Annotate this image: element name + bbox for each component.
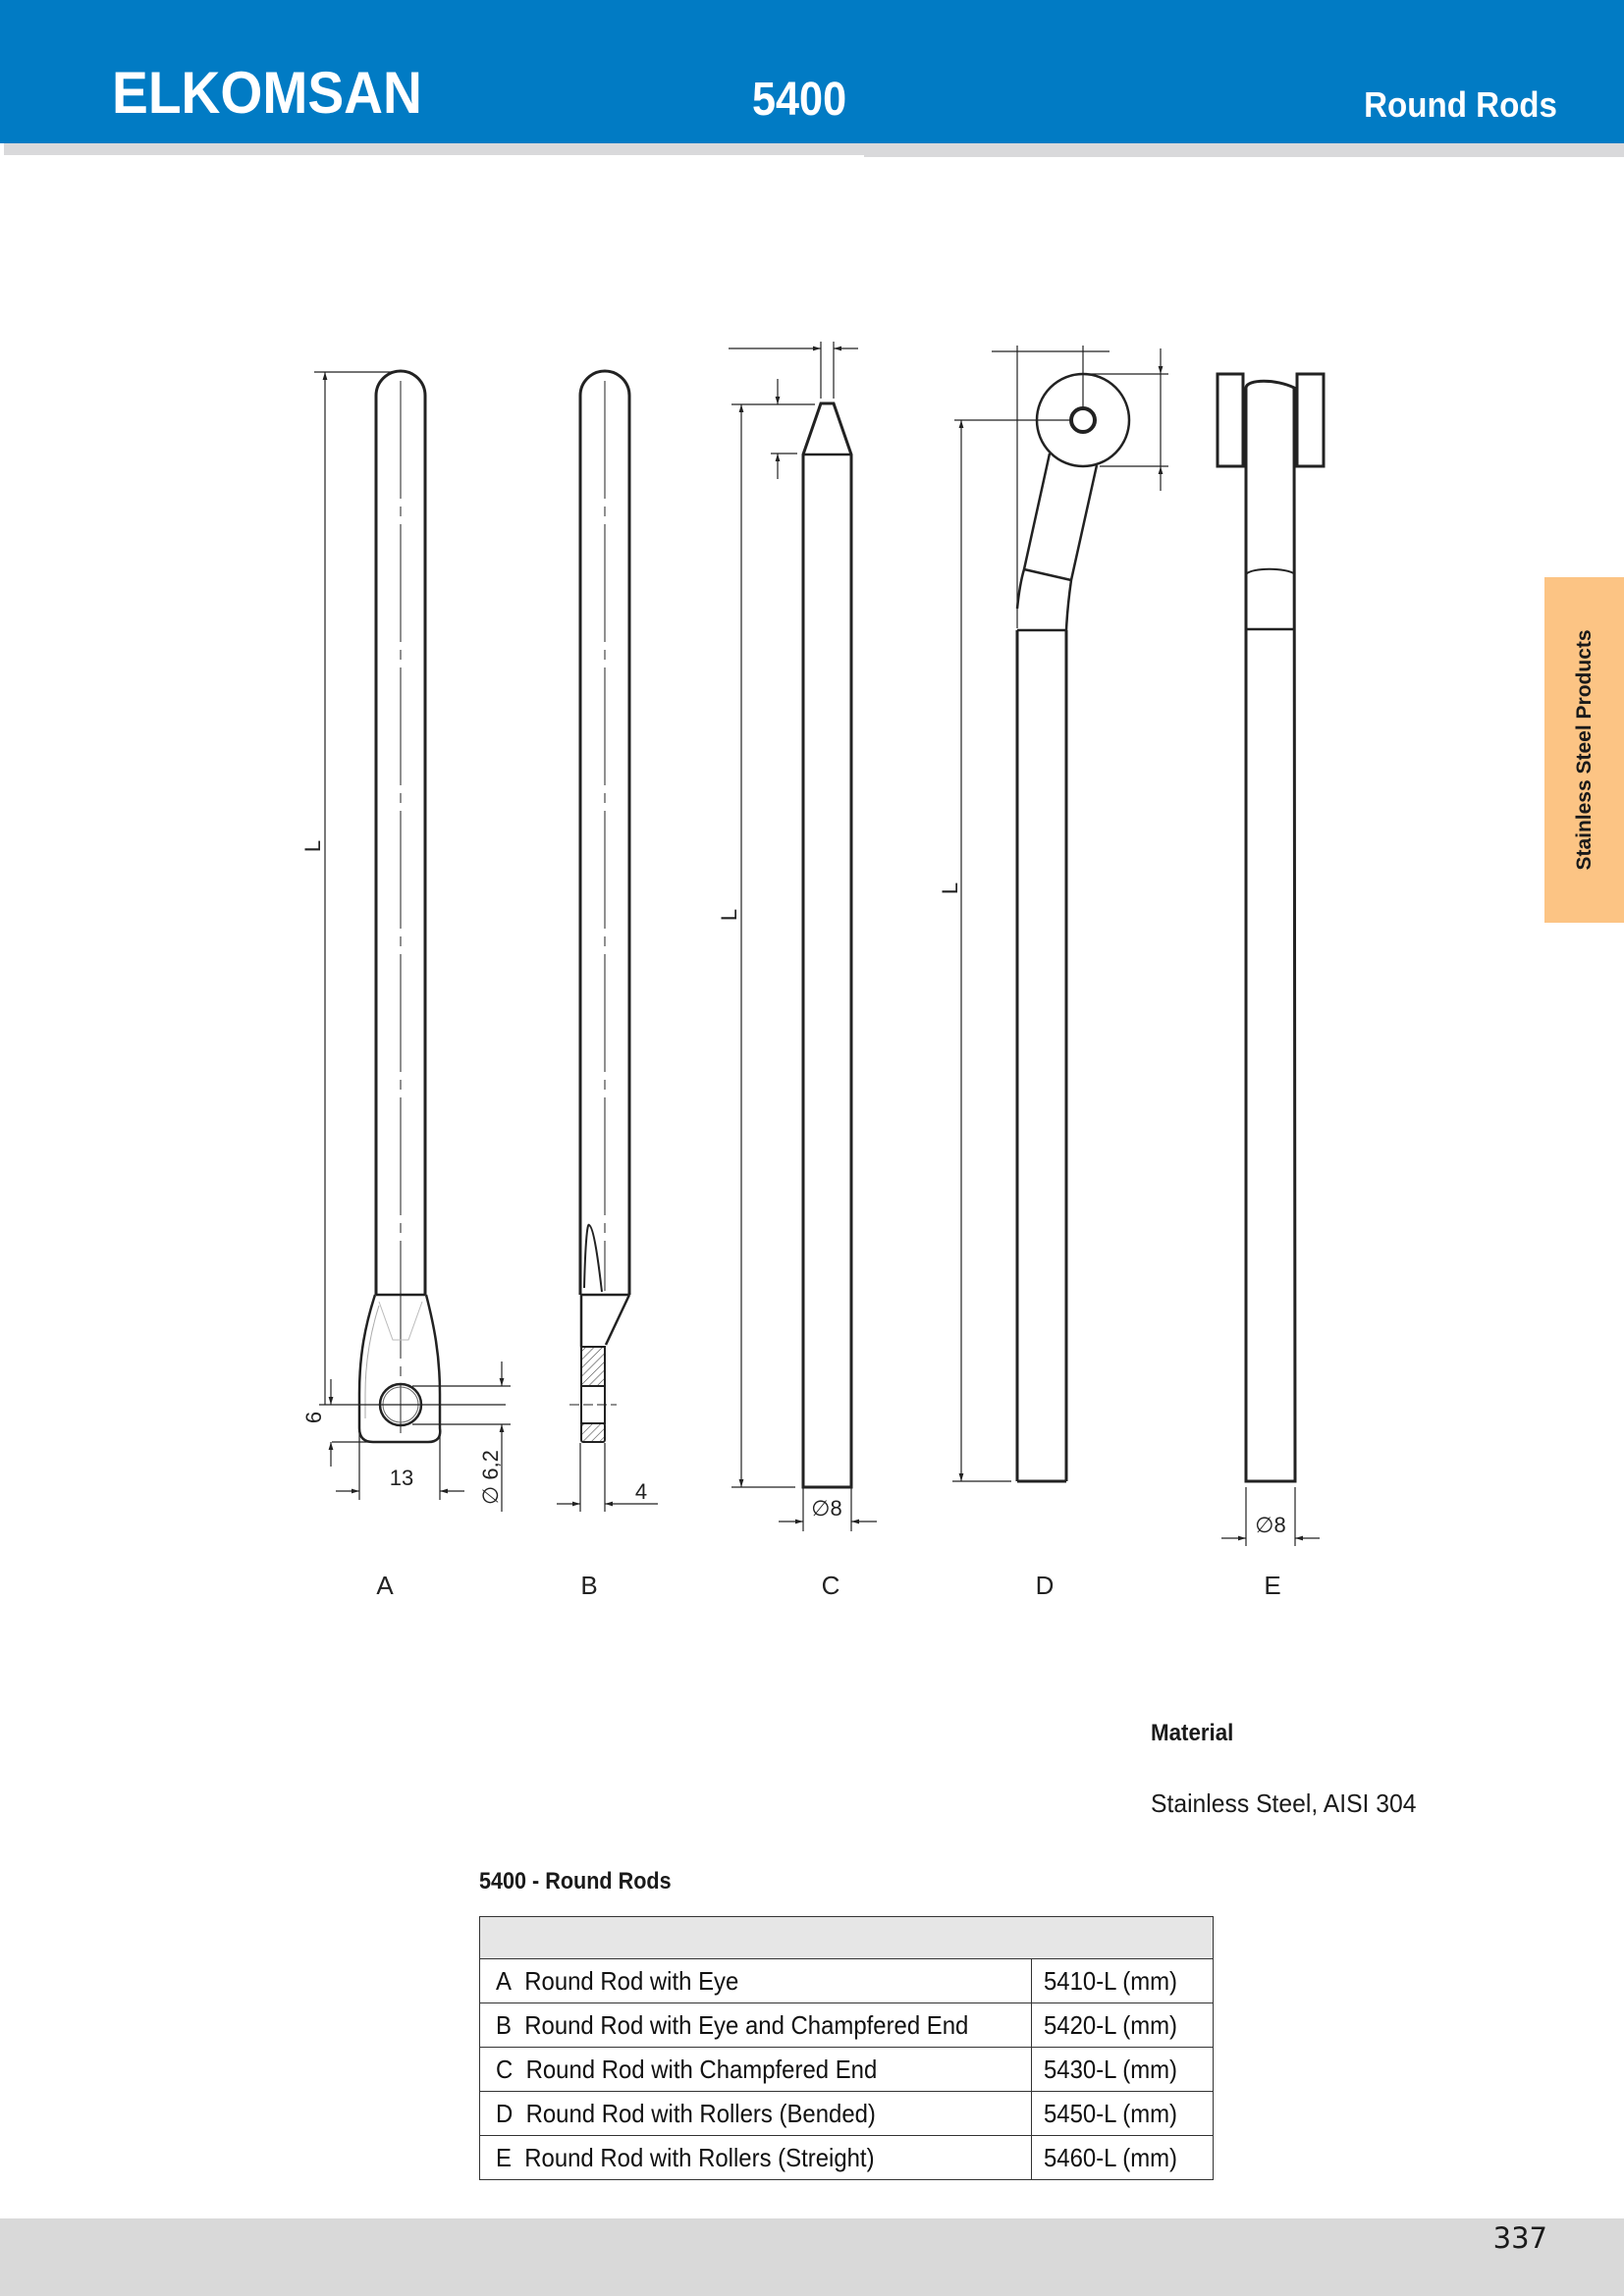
rod-c-drawing: [729, 342, 877, 1531]
variant-label-a: A: [376, 1571, 394, 1600]
page-title: Round Rods: [1364, 84, 1557, 125]
row-description: C Round Rod with Champfered End: [479, 2047, 1032, 2092]
table-row: D Round Rod with Rollers (Bended) 5450-L…: [479, 2091, 1214, 2136]
technical-drawing: L 6 13 ∅ 6,2 4: [300, 342, 1326, 1600]
dim-length-a: L: [300, 840, 325, 852]
dim-length-d: L: [938, 882, 962, 894]
brand-name: ELKOMSAN: [112, 60, 422, 126]
row-code: 5430-L (mm): [1031, 2047, 1214, 2092]
variant-label-e: E: [1264, 1571, 1280, 1600]
row-code: 5450-L (mm): [1031, 2091, 1214, 2136]
rod-d-drawing: [952, 346, 1168, 1483]
dim-thickness: 4: [635, 1479, 647, 1504]
row-description: A Round Rod with Eye: [479, 1958, 1032, 2003]
rod-e-drawing: [1216, 372, 1326, 1546]
section-tab: Stainless Steel Products: [1544, 577, 1624, 923]
row-code: 5420-L (mm): [1031, 2002, 1214, 2048]
dim-eye-offset: 6: [301, 1412, 326, 1423]
page-footer: [0, 2218, 1624, 2296]
dim-diameter-e: ∅8: [1255, 1513, 1285, 1537]
table-row: A Round Rod with Eye 5410-L (mm): [479, 1958, 1214, 2003]
variant-label-c: C: [822, 1571, 840, 1600]
table-header-row: [479, 1916, 1214, 1959]
row-description: D Round Rod with Rollers (Bended): [479, 2091, 1032, 2136]
variant-label-d: D: [1036, 1571, 1055, 1600]
row-description: E Round Rod with Rollers (Streight): [479, 2135, 1032, 2180]
table-row: B Round Rod with Eye and Champfered End …: [479, 2002, 1214, 2048]
series-code: 5400: [752, 74, 847, 126]
page-header: ELKOMSAN 5400 Round Rods: [0, 0, 1624, 143]
material-label: Material: [1151, 1720, 1234, 1746]
product-table: A Round Rod with Eye 5410-L (mm) B Round…: [479, 1916, 1214, 2180]
variant-label-b: B: [580, 1571, 597, 1600]
page-number: 337: [1492, 2221, 1547, 2255]
rod-b-drawing: [557, 369, 658, 1512]
table-header-cell: [479, 1916, 1214, 1959]
dim-diameter-c: ∅8: [811, 1496, 841, 1521]
dim-hole-diameter: ∅ 6,2: [478, 1450, 503, 1505]
table-row: C Round Rod with Champfered End 5430-L (…: [479, 2047, 1214, 2092]
dim-eye-width: 13: [390, 1466, 413, 1490]
material-value: Stainless Steel, AISI 304: [1151, 1789, 1417, 1818]
header-divider: [864, 143, 1624, 157]
row-code: 5410-L (mm): [1031, 1958, 1214, 2003]
row-description: B Round Rod with Eye and Champfered End: [479, 2002, 1032, 2048]
dim-length-c: L: [717, 909, 741, 921]
table-row: E Round Rod with Rollers (Streight) 5460…: [479, 2135, 1214, 2180]
row-code: 5460-L (mm): [1031, 2135, 1214, 2180]
rod-a-drawing: [314, 369, 511, 1512]
table-title: 5400 - Round Rods: [479, 1868, 672, 1895]
